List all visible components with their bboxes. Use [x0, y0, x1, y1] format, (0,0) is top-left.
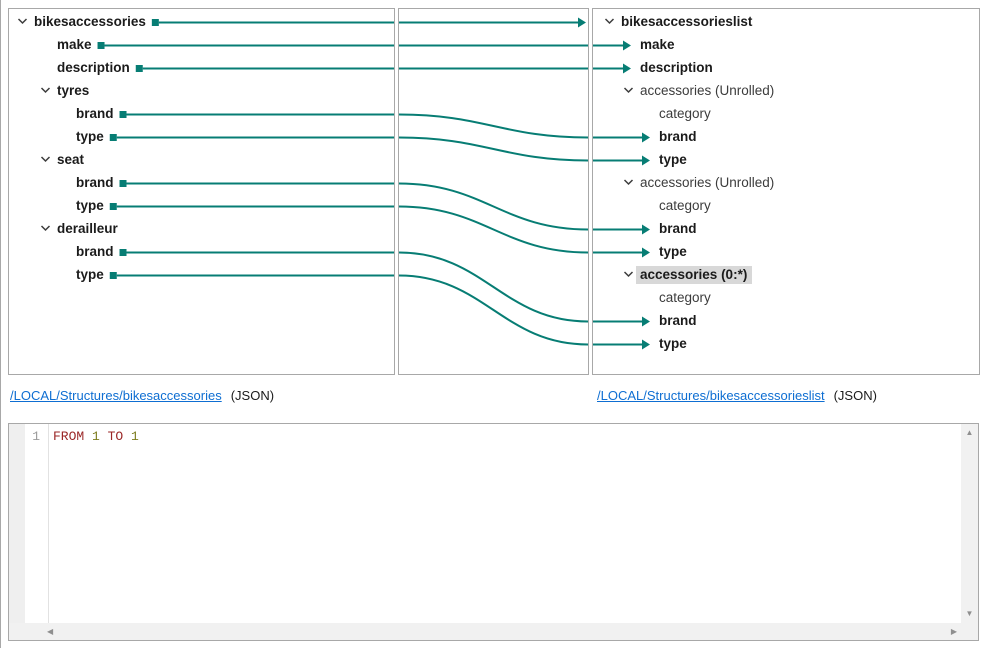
tree-node-label: tyres: [57, 83, 90, 98]
tree-node-brand[interactable]: brand: [593, 125, 979, 148]
tree-node-accessories-0[interactable]: accessories (0:*): [593, 263, 979, 286]
code-token-number: 1: [131, 429, 139, 444]
editor-gutter: [9, 424, 25, 623]
tree-node-category[interactable]: category: [593, 194, 979, 217]
tree-node-label: brand: [76, 244, 114, 259]
tree-node-label: brand: [659, 221, 697, 236]
tree-node-type[interactable]: type: [9, 263, 394, 286]
tree-node-accessories-unrolled[interactable]: accessories (Unrolled): [593, 171, 979, 194]
target-tree-panel: bikesaccessorieslist make description acces…: [592, 8, 980, 375]
chevron-down-icon[interactable]: [623, 271, 634, 278]
tree-node-make[interactable]: make: [9, 33, 394, 56]
tree-node-brand[interactable]: brand: [9, 171, 394, 194]
chevron-down-icon[interactable]: [623, 87, 634, 94]
tree-node-label: brand: [659, 129, 697, 144]
scroll-right-icon[interactable]: ▶: [950, 626, 957, 636]
tree-node-label: accessories (0:*): [636, 265, 753, 284]
chevron-down-icon[interactable]: [604, 18, 615, 25]
tree-node-label: category: [659, 198, 711, 213]
tree-node-type[interactable]: type: [593, 148, 979, 171]
expression-editor[interactable]: 1 FROM 1 TO 1 ▲ ▼ ◀ ▶: [8, 423, 979, 641]
tree-node-label: type: [659, 336, 687, 351]
expression-editor-content[interactable]: 1 FROM 1 TO 1: [9, 424, 961, 623]
source-format-label: (JSON): [230, 388, 275, 403]
scroll-down-icon[interactable]: ▼: [965, 609, 974, 618]
tree-node-label: brand: [76, 106, 114, 121]
scroll-left-icon[interactable]: ◀: [47, 626, 54, 636]
editor-vertical-scrollbar[interactable]: ▲ ▼: [961, 424, 978, 623]
tree-node-derailleur[interactable]: derailleur: [9, 217, 394, 240]
target-structure-link[interactable]: /LOCAL/Structures/bikesaccessorieslist: [597, 388, 825, 403]
editor-line-number: 1: [32, 429, 40, 444]
tree-node-label: category: [659, 106, 711, 121]
chevron-down-icon-box[interactable]: [623, 179, 640, 186]
chevron-down-icon-box[interactable]: [604, 18, 621, 25]
tree-node-brand[interactable]: brand: [593, 309, 979, 332]
tree-node-label: type: [659, 244, 687, 259]
chevron-down-icon-box[interactable]: [17, 18, 34, 25]
tree-node-type[interactable]: type: [593, 240, 979, 263]
tree-node-label: make: [640, 37, 675, 52]
tree-node-label: brand: [76, 175, 114, 190]
tree-node-bikesaccessories[interactable]: bikesaccessories: [9, 10, 394, 33]
tree-node-label: type: [76, 267, 104, 282]
tree-node-type[interactable]: type: [9, 194, 394, 217]
chevron-down-icon[interactable]: [17, 18, 28, 25]
tree-node-label: type: [76, 129, 104, 144]
tree-node-label: type: [659, 152, 687, 167]
tree-node-label: description: [57, 60, 130, 75]
mapping-canvas-panel: [398, 8, 589, 375]
tree-node-category[interactable]: category: [593, 286, 979, 309]
tree-node-accessories-unrolled[interactable]: accessories (Unrolled): [593, 79, 979, 102]
tree-node-brand[interactable]: brand: [9, 240, 394, 263]
tree-node-description[interactable]: description: [9, 56, 394, 79]
target-structure-link-row: /LOCAL/Structures/bikesaccessorieslist (J…: [597, 388, 877, 403]
source-tree: bikesaccessories make description tyres bran…: [9, 10, 394, 286]
tree-node-label: description: [640, 60, 713, 75]
chevron-down-icon[interactable]: [40, 156, 51, 163]
tree-node-label: brand: [659, 313, 697, 328]
tree-node-label: type: [76, 198, 104, 213]
chevron-down-icon[interactable]: [40, 225, 51, 232]
chevron-down-icon-box[interactable]: [623, 271, 640, 278]
chevron-down-icon-box[interactable]: [40, 87, 57, 94]
tree-node-type[interactable]: type: [593, 332, 979, 355]
tree-node-tyres[interactable]: tyres: [9, 79, 394, 102]
tree-node-bikesaccessorieslist[interactable]: bikesaccessorieslist: [593, 10, 979, 33]
tree-node-description[interactable]: description: [593, 56, 979, 79]
tree-node-category[interactable]: category: [593, 102, 979, 125]
tree-node-label: category: [659, 290, 711, 305]
tree-node-label: bikesaccessorieslist: [621, 14, 753, 29]
tree-node-brand[interactable]: brand: [593, 217, 979, 240]
chevron-down-icon-box[interactable]: [40, 225, 57, 232]
tree-node-label: accessories (Unrolled): [640, 83, 775, 98]
tree-node-make[interactable]: make: [593, 33, 979, 56]
chevron-down-icon-box[interactable]: [623, 87, 640, 94]
scroll-up-icon[interactable]: ▲: [965, 428, 974, 437]
editor-code-line[interactable]: FROM 1 TO 1: [48, 424, 961, 623]
source-structure-link[interactable]: /LOCAL/Structures/bikesaccessories: [10, 388, 222, 403]
tree-node-label: bikesaccessories: [34, 14, 146, 29]
tree-node-brand[interactable]: brand: [9, 102, 394, 125]
tree-node-label: make: [57, 37, 92, 52]
tree-node-label: seat: [57, 152, 85, 167]
source-tree-panel: bikesaccessories make description tyres bran…: [8, 8, 395, 375]
workspace-left-border: [0, 0, 1, 648]
editor-scrollbar-corner: [961, 623, 978, 640]
code-token-number: 1: [92, 429, 100, 444]
chevron-down-icon[interactable]: [623, 179, 634, 186]
tree-node-label: accessories (Unrolled): [640, 175, 775, 190]
target-format-label: (JSON): [833, 388, 877, 403]
code-token-keyword: FROM: [53, 429, 93, 444]
chevron-down-icon-box[interactable]: [40, 156, 57, 163]
editor-horizontal-scrollbar[interactable]: ◀ ▶: [9, 623, 961, 640]
code-token-keyword: TO: [99, 429, 132, 444]
tree-node-type[interactable]: type: [9, 125, 394, 148]
tree-node-label: derailleur: [57, 221, 118, 236]
target-tree: bikesaccessorieslist make description acces…: [593, 10, 979, 355]
source-structure-link-row: /LOCAL/Structures/bikesaccessories (JSON): [10, 388, 274, 403]
chevron-down-icon[interactable]: [40, 87, 51, 94]
tree-node-seat[interactable]: seat: [9, 148, 394, 171]
